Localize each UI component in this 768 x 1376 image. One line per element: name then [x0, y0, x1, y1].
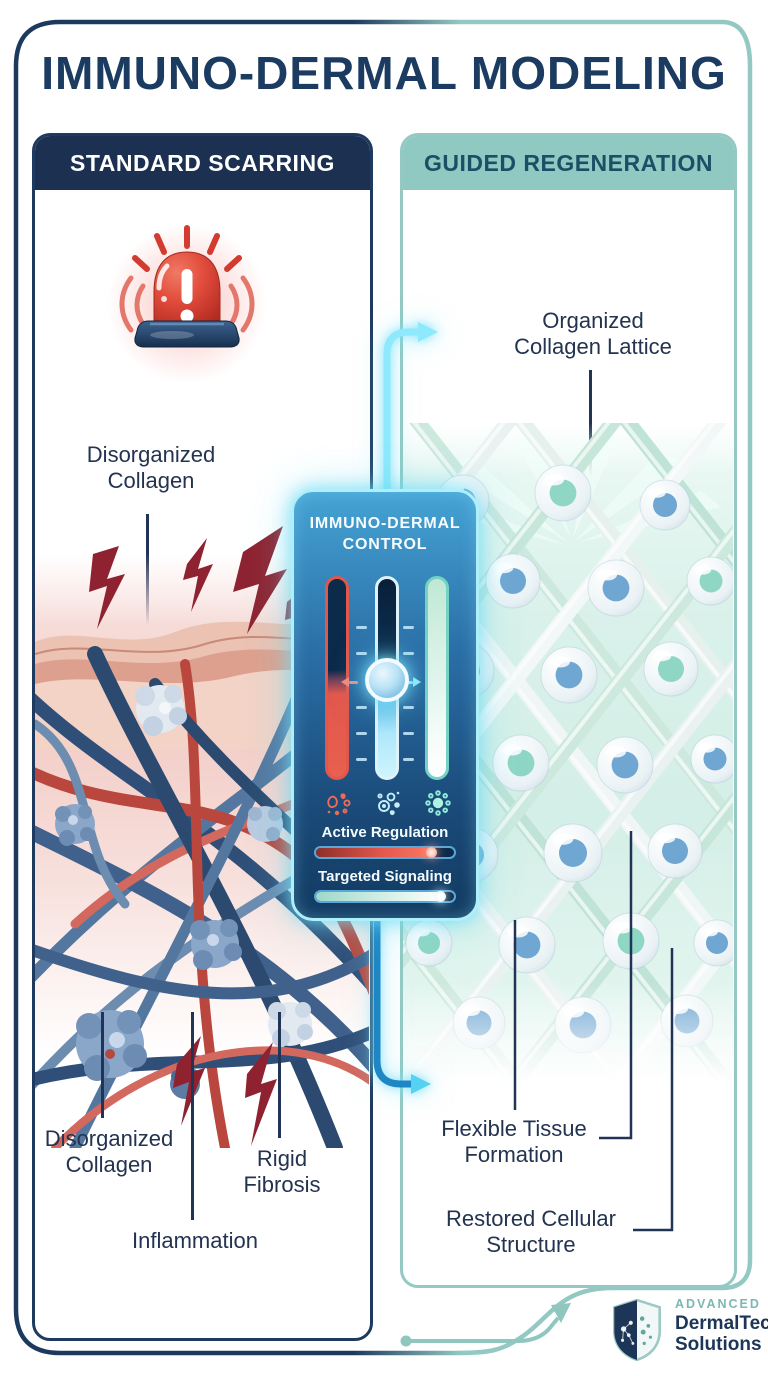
tick-mark — [403, 758, 414, 761]
logo-name-line1: DermalTech — [675, 1312, 768, 1334]
alarm-siren-icon — [107, 224, 267, 384]
flow-arrow-up-right — [383, 322, 438, 498]
flow-arrow-down-right — [373, 918, 431, 1094]
cell-cluster-icon — [377, 791, 400, 816]
brand-logo: ADVANCED DermalTech Solutions — [610, 1297, 768, 1362]
targeted-signaling-bar — [314, 890, 456, 903]
immuno-dermal-control-panel: IMMUNO-DERMAL CONTROL — [291, 489, 479, 921]
arrow-left-indicator — [341, 677, 358, 687]
page-title: IMMUNO-DERMAL MODELING — [41, 47, 727, 99]
regeneration-slider[interactable] — [425, 576, 449, 780]
tick-mark — [403, 706, 414, 709]
callout-disorganized-collagen-top: Disorganized Collagen — [86, 442, 216, 493]
callout-flexible-tissue-formation: Flexible Tissue Formation — [441, 1116, 587, 1167]
right-callout-connectors — [513, 831, 674, 1232]
logo-tagline: ADVANCED — [675, 1297, 761, 1311]
callout-organized-collagen-lattice: Organized Collagen Lattice — [514, 308, 672, 359]
leader-line — [278, 1012, 281, 1138]
pathogen-icon — [327, 793, 351, 816]
callout-inflammation: Inflammation — [132, 1228, 258, 1253]
receptor-cell-icon — [425, 790, 451, 816]
tick-mark — [403, 652, 414, 655]
callout-restored-cellular-structure: Restored Cellular Structure — [446, 1206, 616, 1257]
tick-mark — [356, 732, 367, 735]
flow-connector-dot-arrow — [400, 1303, 571, 1347]
control-panel-title: IMMUNO-DERMAL CONTROL — [309, 515, 461, 553]
collagen-lattice-illustration — [403, 423, 733, 1083]
logo-name-line2: Solutions — [675, 1333, 762, 1355]
tick-mark — [403, 626, 414, 629]
leader-line — [191, 1012, 194, 1220]
tick-mark — [356, 652, 367, 655]
tick-mark — [356, 626, 367, 629]
tick-mark — [356, 706, 367, 709]
tick-mark — [403, 732, 414, 735]
active-regulation-bar — [314, 846, 456, 859]
callout-disorganized-collagen-bottom: Disorganized Collagen — [44, 1126, 174, 1177]
leader-line — [101, 1012, 104, 1118]
active-regulation-label: Active Regulation — [321, 824, 449, 841]
slider-knob[interactable] — [365, 658, 409, 702]
left-panel-header: STANDARD SCARRING — [35, 136, 370, 190]
tick-mark — [356, 758, 367, 761]
shield-molecule-icon — [613, 1298, 661, 1362]
targeted-signaling-label: Targeted Signaling — [318, 868, 452, 885]
callout-rigid-fibrosis: Rigid Fibrosis — [243, 1146, 321, 1197]
right-panel-header: GUIDED REGENERATION — [403, 136, 734, 190]
